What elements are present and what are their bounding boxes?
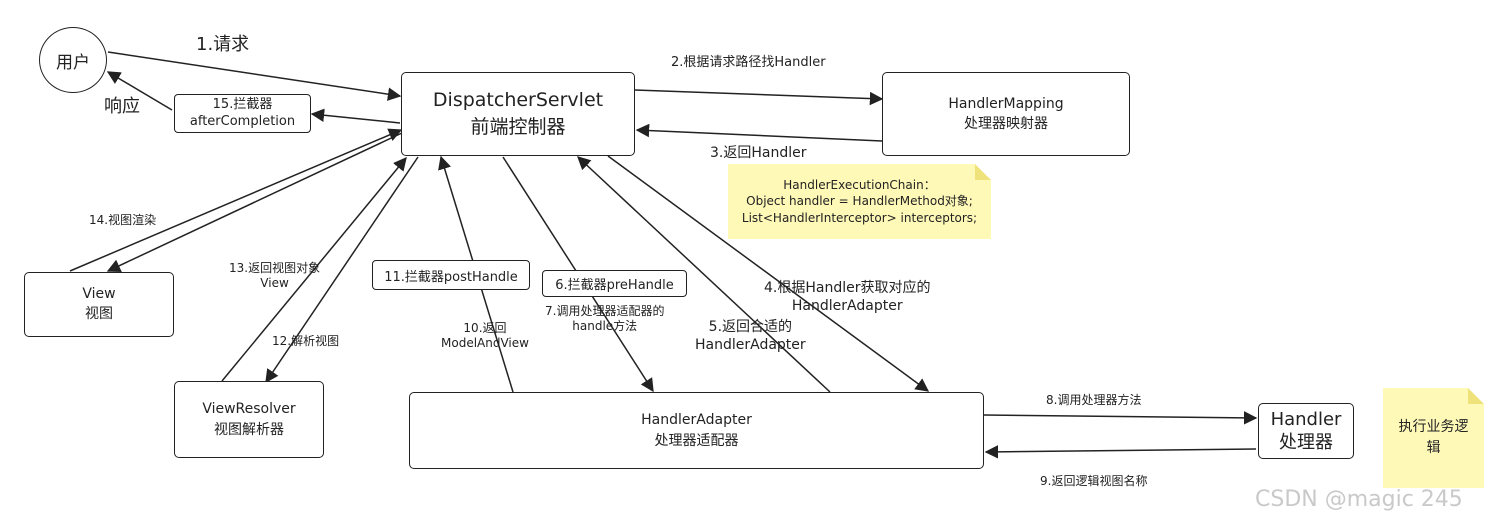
handler-node: Handler 处理器 — [1258, 403, 1354, 459]
edge-label-return-handler: 3.返回Handler — [710, 145, 807, 161]
response-label: 响应 — [104, 96, 140, 117]
arrow-resolve-view — [265, 156, 419, 384]
edge-label-call-handle: 7.调用处理器适配器的 handle方法 — [545, 304, 664, 334]
view-title: View — [82, 285, 116, 302]
arrow-find-handler — [634, 89, 884, 106]
arrow-view-to-dispatcher — [69, 128, 403, 272]
edge-label-get-adapter-line1: 4.根据Handler获取对应的 — [764, 280, 931, 296]
interceptor-post-handle: 11.拦截器postHandle — [372, 260, 530, 290]
edge-label-resolve-view: 12.解析视图 — [272, 334, 340, 348]
interceptor-pre-label: 6.拦截器preHandle — [555, 278, 674, 293]
interceptor-after-line2: afterCompletion — [189, 113, 296, 129]
edge-label-return-modelandview: 10.返回 ModelAndView — [441, 321, 529, 351]
business-logic-note: 执行业务逻 辑 — [1383, 388, 1484, 488]
dispatcher-subtitle: 前端控制器 — [470, 116, 566, 138]
edge-label-return-view-line2: View — [260, 276, 289, 290]
arrow-return-view-name — [984, 445, 1257, 459]
edge-label-return-mav-line2: ModelAndView — [441, 336, 529, 350]
edge-label-return-mav-line1: 10.返回 — [463, 321, 507, 335]
interceptor-after-line1: 15.拦截器 — [212, 96, 273, 112]
arrow-after-completion — [310, 108, 401, 124]
arrow-return-view — [221, 156, 407, 382]
edge-label-call-handle-line1: 7.调用处理器适配器的 — [545, 304, 665, 318]
view-subtitle: 视图 — [85, 305, 113, 322]
interceptor-after-completion: 15.拦截器 afterCompletion — [174, 94, 311, 133]
edge-label-get-adapter-line2: HandlerAdapter — [791, 297, 903, 314]
handler-mapping-title: HandlerMapping — [948, 95, 1064, 112]
arrow-call-handler-method — [983, 411, 1258, 425]
edge-label-find-handler: 2.根据请求路径找Handler — [671, 55, 826, 70]
handler-adapter-subtitle: 处理器适配器 — [654, 432, 739, 449]
handler-adapter-node: HandlerAdapter 处理器适配器 — [409, 392, 984, 469]
view-resolver-title: ViewResolver — [202, 401, 296, 418]
logic-note-line1: 执行业务逻 — [1398, 419, 1469, 435]
edge-label-return-adapter-line1: 5.返回合适的 — [708, 319, 793, 335]
arrow-return-handler — [635, 123, 883, 142]
handler-execution-chain-note: HandlerExecutionChain： Object handler = … — [728, 164, 991, 239]
user-label: 用户 — [56, 52, 90, 73]
view-node: View 视图 — [24, 272, 174, 337]
arrow-request — [107, 51, 402, 101]
edge-label-return-view-line1: 13.返回视图对象 — [229, 261, 321, 275]
note-fold-corner — [1468, 388, 1484, 404]
arrow-get-adapter — [607, 155, 930, 392]
handler-mapping-node: HandlerMapping 处理器映射器 — [882, 72, 1130, 156]
edge-label-call-handler-method: 8.调用处理器方法 — [1046, 393, 1142, 407]
edge-label-return-adapter: 5.返回合适的 HandlerAdapter — [695, 319, 806, 354]
arrow-response — [106, 71, 173, 111]
handler-mapping-subtitle: 处理器映射器 — [964, 116, 1048, 132]
user-node: 用户 — [39, 27, 107, 93]
dispatcher-title: DispatcherServlet — [432, 89, 604, 112]
handler-subtitle: 处理器 — [1279, 432, 1333, 453]
chain-note-line2: Object handler = HandlerMethod对象; — [746, 194, 973, 209]
view-resolver-node: ViewResolver 视图解析器 — [174, 381, 324, 458]
interceptor-post-label: 11.拦截器postHandle — [384, 269, 518, 285]
edge-label-call-handle-line2: handle方法 — [572, 319, 638, 333]
edge-label-return-view: 13.返回视图对象 View — [229, 261, 320, 291]
interceptor-pre-handle: 6.拦截器preHandle — [542, 270, 687, 297]
handler-adapter-title: HandlerAdapter — [641, 412, 752, 429]
arrow-render-view — [106, 132, 403, 272]
edge-label-return-view-name: 9.返回逻辑视图名称 — [1040, 474, 1148, 488]
note-fold-corner — [975, 164, 991, 180]
arrow-return-adapter — [577, 156, 831, 393]
dispatcher-servlet-node: DispatcherServlet 前端控制器 — [401, 72, 635, 156]
edge-label-get-adapter: 4.根据Handler获取对应的 HandlerAdapter — [764, 280, 930, 315]
watermark: CSDN @magic 245 — [1255, 487, 1463, 512]
chain-note-line1: HandlerExecutionChain： — [783, 178, 936, 193]
handler-title: Handler — [1270, 408, 1342, 430]
edge-label-render-view: 14.视图渲染 — [89, 213, 157, 227]
edge-label-return-adapter-line2: HandlerAdapter — [695, 336, 806, 353]
chain-note-line3: List<HandlerInterceptor> interceptors; — [741, 210, 978, 225]
view-resolver-subtitle: 视图解析器 — [214, 421, 284, 438]
logic-note-line2: 辑 — [1426, 440, 1441, 456]
edge-label-request: 1.请求 — [196, 34, 250, 55]
